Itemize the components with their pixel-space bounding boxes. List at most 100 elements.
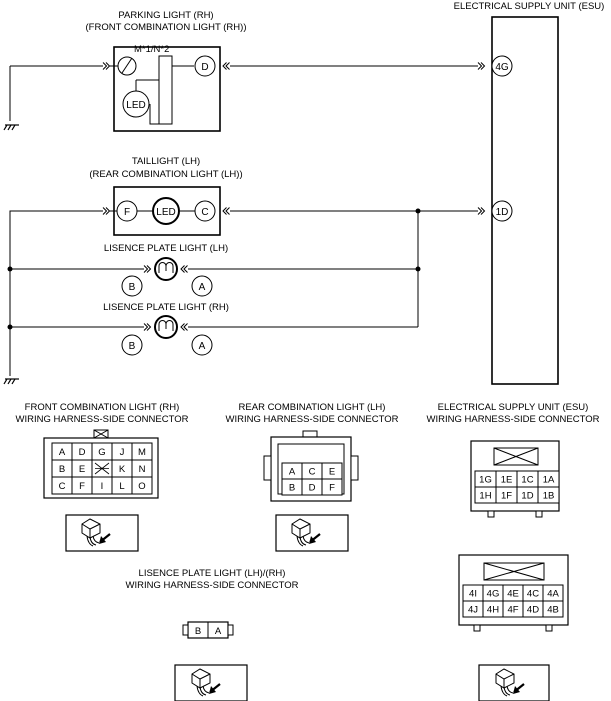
license-light-rh-title: LISENCE PLATE LIGHT (RH): [103, 302, 229, 313]
parking-light-pin-d-label: D: [201, 62, 208, 73]
esu-pin-4g-label: 4G: [495, 62, 509, 73]
license-rh-pin-a-label: A: [199, 341, 206, 352]
ground-icon: [3, 378, 20, 385]
connector-pin-label: 1H: [479, 491, 491, 502]
splice-dot: [7, 324, 13, 330]
esu-connector-1-grid: 1G 1E 1C 1A 1H 1F 1D 1B: [474, 470, 560, 504]
connector-pin-label: E: [329, 467, 335, 478]
connector-pin-label: B: [59, 464, 65, 475]
connector-pin-label: 1F: [501, 491, 512, 502]
taillight-subtitle: (REAR COMBINATION LIGHT (LH)): [89, 169, 242, 180]
rear-connector-title: REAR COMBINATION LIGHT (LH): [239, 402, 386, 413]
connector-chevron-icon: [477, 62, 485, 70]
license-connector-cell: A: [215, 626, 222, 637]
connector-cavity: [537, 486, 560, 504]
rear-connector-subtitle: WIRING HARNESS-SIDE CONNECTOR: [226, 414, 399, 425]
connector-pin-label: F: [329, 483, 335, 494]
connector-pin-label: 1E: [501, 475, 513, 486]
connector-pin-label: L: [119, 481, 124, 492]
parking-light-note: M*1/N*2: [134, 44, 169, 55]
connector-pin-label: E: [79, 464, 85, 475]
esu-block: [491, 16, 559, 385]
connector-chevron-icon: [143, 265, 151, 273]
splice-dot: [7, 266, 13, 272]
connector-chevron-icon: [180, 265, 188, 273]
taillight-pin-c: [194, 200, 216, 222]
license-rh-pin-a: [191, 334, 213, 356]
connector-pin-label: C: [309, 467, 316, 478]
parking-light-led-label: LED: [126, 100, 145, 111]
license-rh-pin-b-label: B: [129, 341, 136, 352]
connector-pin-label: M: [138, 447, 146, 458]
connector-chevron-icon: [222, 62, 230, 70]
connector-pin-label: 1G: [479, 475, 492, 486]
parking-light-title: PARKING LIGHT (RH): [118, 10, 213, 21]
connector-chevron-icon: [222, 207, 230, 215]
connector-pin-label: D: [309, 483, 316, 494]
esu-pin-1d: [491, 200, 513, 222]
esu-pin-4g: [491, 55, 513, 77]
license-lh-pin-a: [191, 275, 213, 297]
taillight-led-label: LED: [156, 207, 175, 218]
connector-pin-label: 4H: [487, 605, 499, 616]
connector-pin-label: J: [120, 447, 125, 458]
connector-pin-label: 4F: [507, 605, 518, 616]
splice-dot: [415, 266, 421, 272]
license-connector-subtitle: WIRING HARNESS-SIDE CONNECTOR: [126, 580, 299, 591]
connector-pin-label: C: [59, 481, 66, 492]
connector-pin-label: 4E: [507, 589, 519, 600]
connector-pin-label: O: [138, 481, 145, 492]
connector-chevron-icon: [143, 323, 151, 331]
license-connector-view-box: [174, 664, 248, 701]
license-rh-pin-b: [121, 334, 143, 356]
license-lh-pin-b: [121, 275, 143, 297]
connector-pin-label: I: [101, 481, 104, 492]
license-connector-title: LISENCE PLATE LIGHT (LH)/(RH): [139, 568, 286, 579]
connector-pin-label: 4A: [547, 589, 559, 600]
parking-light-switch: [158, 55, 173, 125]
front-connector-subtitle: WIRING HARNESS-SIDE CONNECTOR: [16, 414, 189, 425]
rear-connector-grid: A C E B D F: [281, 462, 343, 496]
blank-cavity-icon: [94, 462, 110, 475]
connector-pin-label: F: [79, 481, 85, 492]
connector-pin-label: N: [139, 464, 146, 475]
connector-pin-label: 4C: [527, 589, 539, 600]
connector-pin-label: K: [119, 464, 126, 475]
parking-light-led-icon: [122, 90, 150, 118]
rear-connector-lock: [302, 430, 318, 438]
connector-pin-label: G: [98, 447, 105, 458]
connector-pin-label: 1C: [521, 475, 533, 486]
connector-cavity: [542, 600, 564, 618]
esu-connector-subtitle: WIRING HARNESS-SIDE CONNECTOR: [427, 414, 600, 425]
ground-icon: [3, 124, 20, 131]
taillight-led-icon: [152, 197, 180, 225]
connector-pin-label: 4D: [527, 605, 539, 616]
connector-pin-label: 4I: [469, 589, 477, 600]
license-connector-cell: B: [195, 626, 201, 637]
connector-chevron-icon: [102, 62, 110, 70]
connector-pin-label: B: [289, 483, 295, 494]
esu-connector-title: ELECTRICAL SUPPLY UNIT (ESU): [438, 402, 589, 413]
rear-connector-view-box: [275, 514, 349, 552]
connector-pin-label: 1B: [543, 491, 555, 502]
connector-pin-label: 4J: [468, 605, 478, 616]
connector-cavity: [131, 476, 153, 495]
connector-pin-label: A: [59, 447, 66, 458]
parking-light-pin-d: [194, 55, 216, 77]
license-lh-pin-a-label: A: [199, 282, 206, 293]
connector-pin-label: 4B: [547, 605, 559, 616]
connector-pin-label: 1A: [543, 475, 555, 486]
license-lh-pin-b-label: B: [129, 282, 136, 293]
taillight-pin-f-label: F: [124, 207, 130, 218]
parking-light-subtitle: (FRONT COMBINATION LIGHT (RH)): [86, 22, 247, 33]
connector-cavity: [321, 478, 343, 496]
connector-chevron-icon: [477, 207, 485, 215]
front-connector-view-box: [65, 514, 139, 552]
connector-pin-label: A: [289, 467, 296, 478]
esu-connector-2-grid: 4I 4G 4E 4C 4A 4J 4H 4F 4D 4B: [462, 584, 564, 618]
connector-chevron-icon: [102, 207, 110, 215]
connector-pin-label: 1D: [521, 491, 533, 502]
connector-pin-label: 4G: [487, 589, 500, 600]
